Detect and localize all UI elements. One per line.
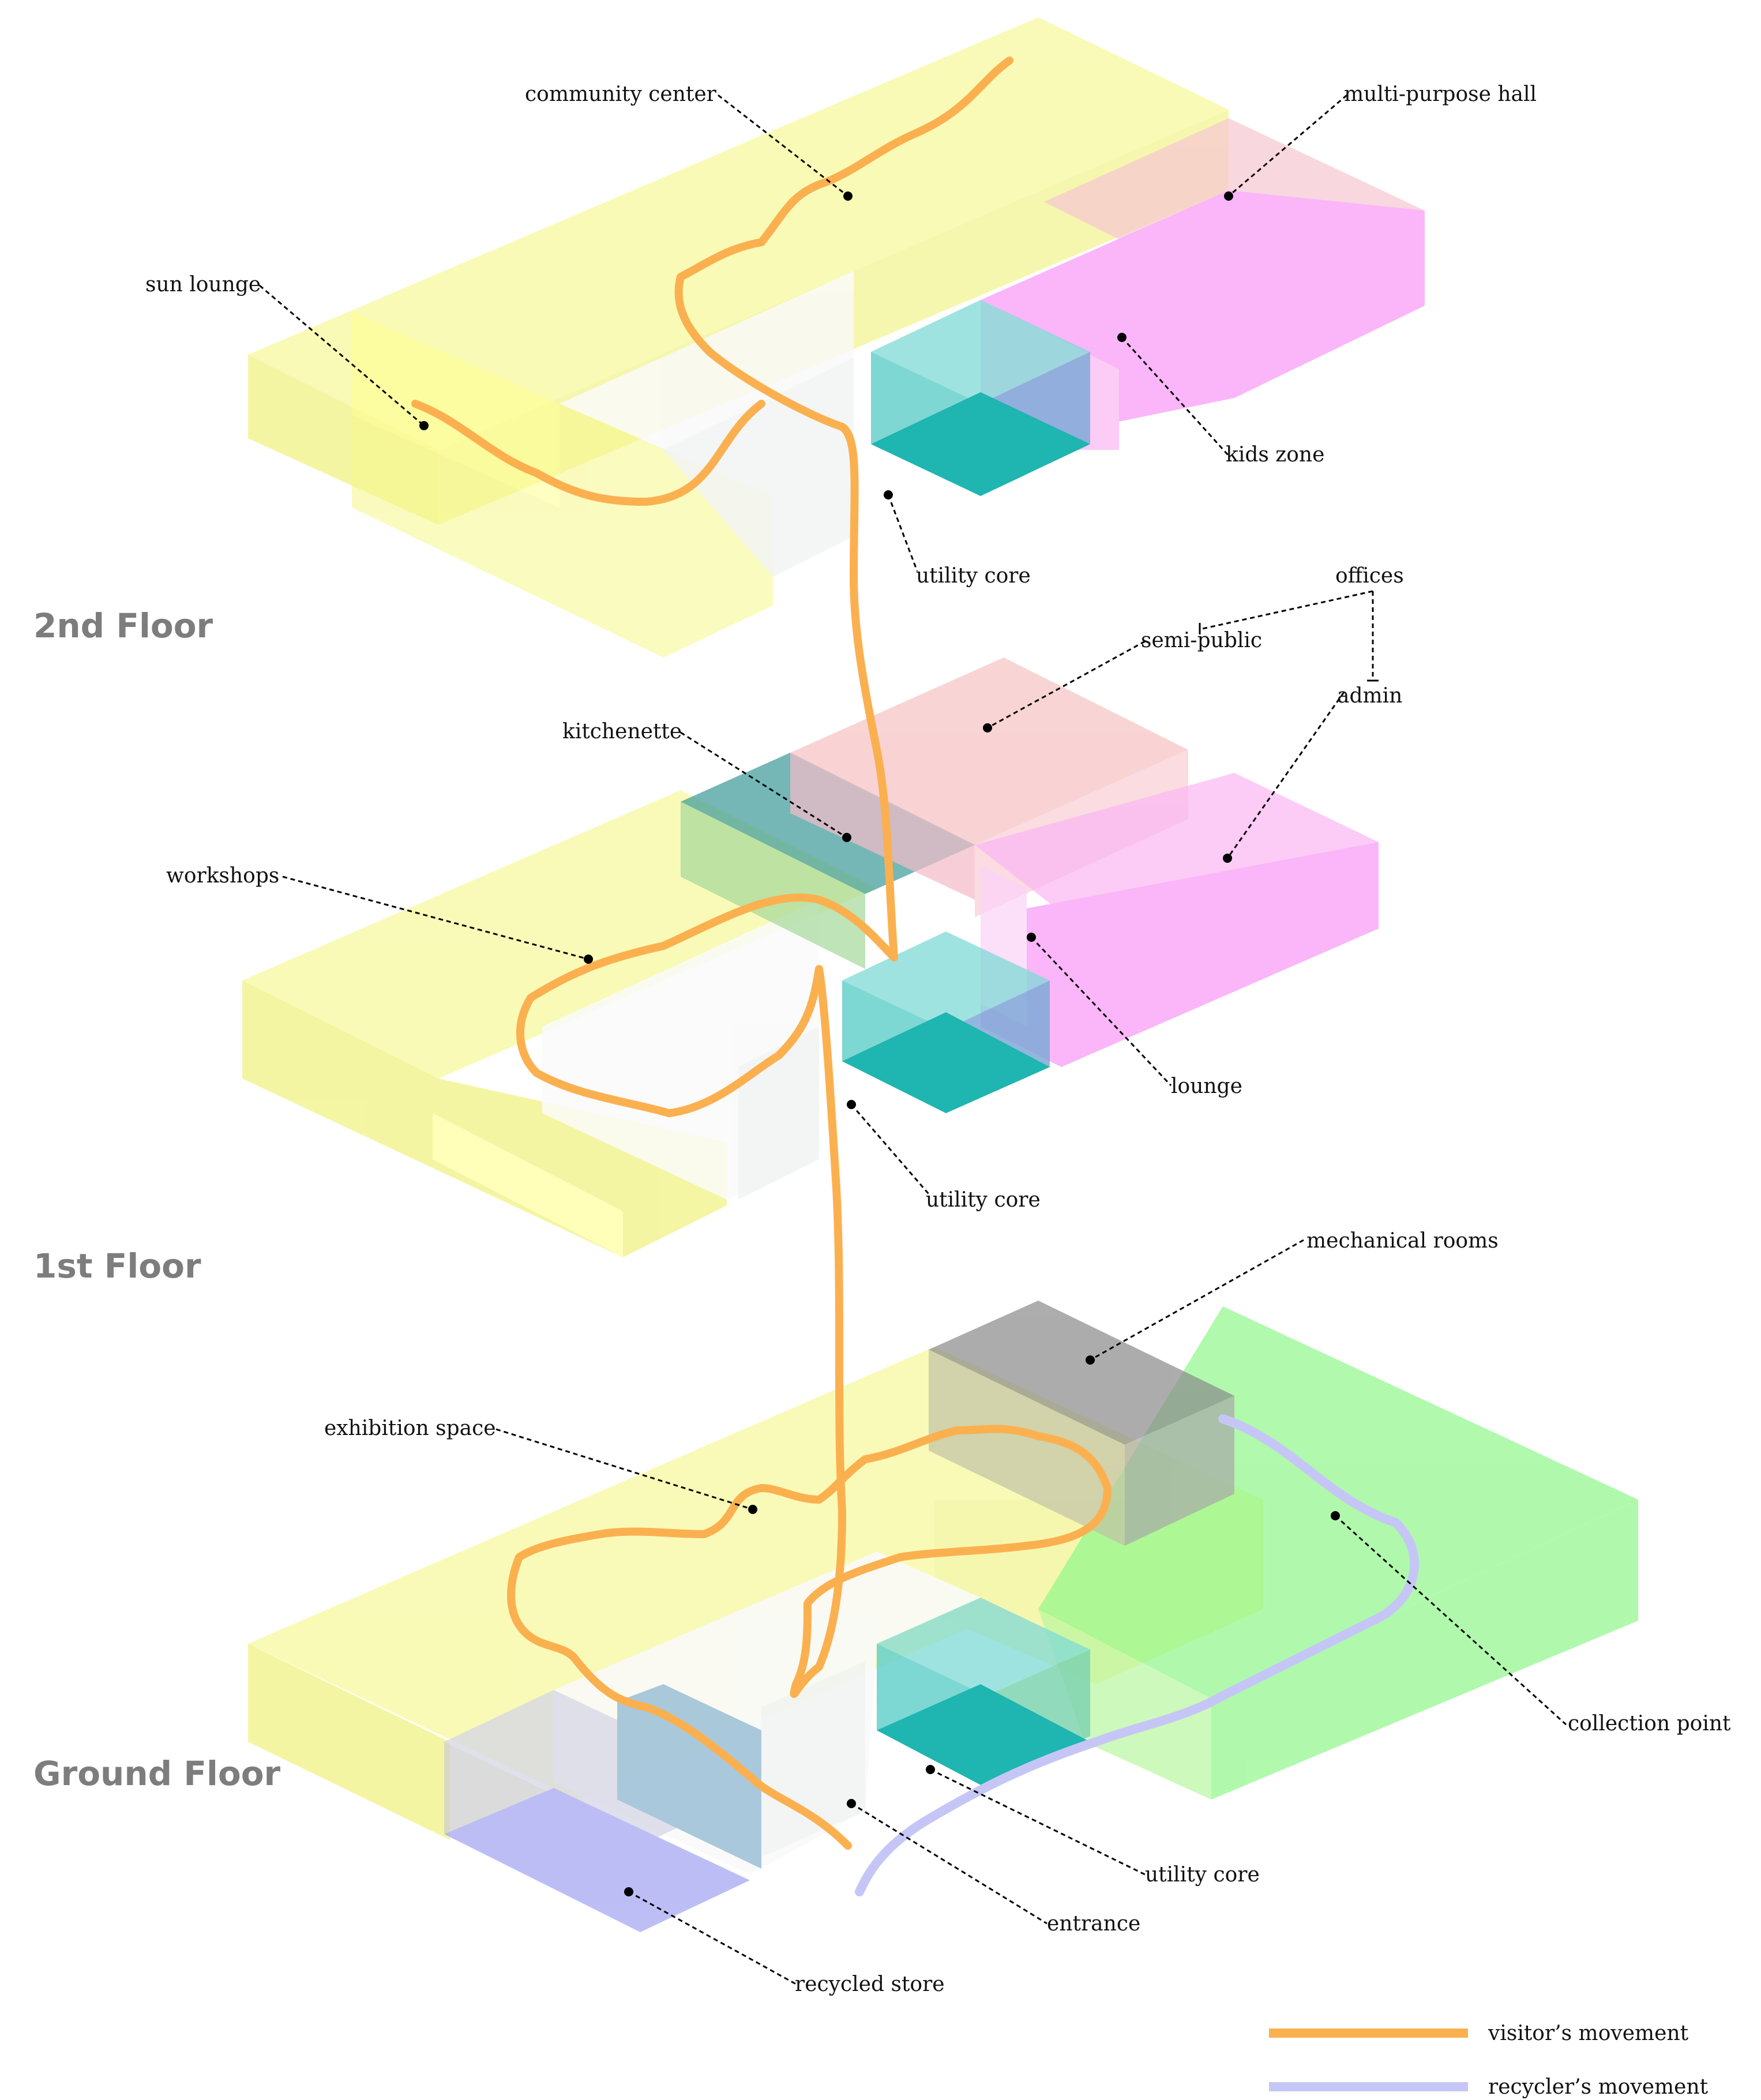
label-collection-point: collection point <box>1568 1712 1731 1735</box>
annotation-recycled-store: recycled store <box>624 1887 945 1996</box>
second-floor-volumes <box>248 17 1425 658</box>
utility-core-1-volume <box>842 931 1050 1113</box>
annotation-community-center: community center <box>525 82 853 201</box>
recycler-path <box>855 1414 1420 1896</box>
annotation-lounge: lounge <box>1027 933 1242 1098</box>
mechanical-rooms-volume <box>929 1301 1234 1546</box>
annotation-entrance: entrance <box>847 1799 1140 1936</box>
label-kids-zone: kids zone <box>1226 443 1324 467</box>
annotation-utility-core-1: utility core <box>847 1100 1041 1212</box>
legend-recycler-label: recycler’s movement <box>1488 2075 1709 2099</box>
utility-core-2-volume <box>871 300 1090 496</box>
annotation-exhibition-space: exhibition space <box>324 1417 757 1514</box>
label-kitchenette: kitchenette <box>562 720 682 743</box>
floor-title-first: 1st Floor <box>33 1246 201 1286</box>
annotation-sun-lounge: sun lounge <box>145 273 429 430</box>
annotation-kids-zone: kids zone <box>1117 333 1324 467</box>
annotation-multi-purpose-hall: multi-purpose hall <box>1224 82 1537 201</box>
annotation-collection-point: collection point <box>1331 1511 1731 1735</box>
label-community-center: community center <box>525 82 717 106</box>
annotation-utility-core-2: utility core <box>884 490 1031 588</box>
annotation-mechanical-rooms: mechanical rooms <box>1086 1229 1499 1365</box>
visitor-path-first <box>516 893 898 1671</box>
label-sun-lounge: sun lounge <box>145 273 261 296</box>
label-recycled-store: recycled store <box>795 1973 945 1996</box>
visitor-path-sun-lounge <box>411 400 765 506</box>
label-workshops: workshops <box>166 864 279 888</box>
annotation-admin: admin <box>1223 684 1402 863</box>
label-semi-public: semi-public <box>1141 629 1262 652</box>
annotation-workshops: workshops <box>166 864 593 964</box>
admin-lounge-volume <box>975 773 1379 1067</box>
annotation-kitchenette: kitchenette <box>562 720 851 842</box>
ground-floor-volumes <box>248 1301 1638 1932</box>
floor-title-ground: Ground Floor <box>33 1754 281 1793</box>
label-offices: offices <box>1335 564 1404 588</box>
label-utility-core-2: utility core <box>916 564 1031 588</box>
visitor-path-upper <box>674 57 1013 961</box>
label-utility-core-0: utility core <box>1145 1863 1260 1887</box>
label-mechanical-rooms: mechanical rooms <box>1306 1229 1499 1253</box>
recycled-store-volume <box>444 1684 761 1932</box>
label-lounge: lounge <box>1171 1075 1242 1098</box>
label-multi-purpose-hall: multi-purpose hall <box>1344 82 1537 106</box>
annotation-offices: offices <box>1199 564 1404 682</box>
legend-visitor-label: visitor’s movement <box>1488 2022 1689 2045</box>
label-utility-core-1: utility core <box>926 1188 1041 1212</box>
label-admin: admin <box>1337 684 1402 708</box>
annotation-utility-core-0: utility core <box>926 1765 1260 1887</box>
legend: visitor’s movement recycler’s movement <box>1269 2022 1709 2099</box>
annotation-semi-public: semi-public <box>983 629 1262 732</box>
label-exhibition-space: exhibition space <box>324 1417 496 1440</box>
visitor-path-ground <box>507 1425 1112 1850</box>
label-entrance: entrance <box>1047 1912 1140 1936</box>
first-floor-volumes <box>242 658 1379 1257</box>
floor-title-second: 2nd Floor <box>33 606 213 645</box>
